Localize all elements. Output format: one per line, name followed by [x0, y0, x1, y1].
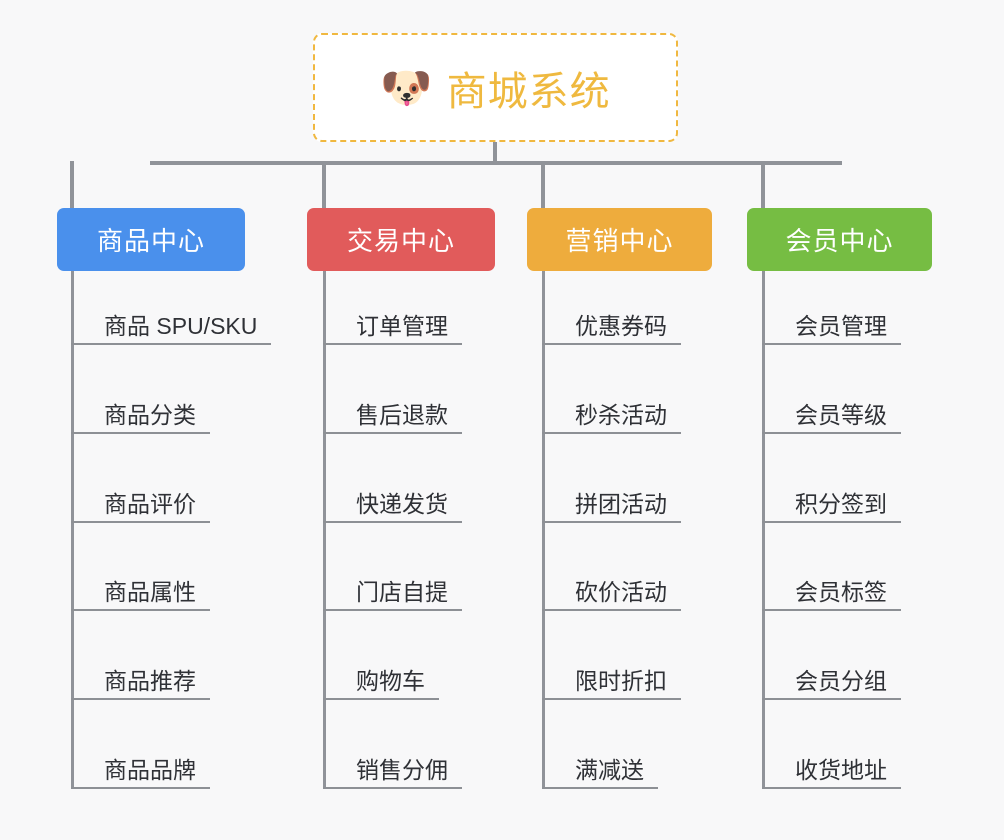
branch-spine — [323, 271, 326, 787]
leaf-item-label: 优惠券码 — [575, 313, 667, 340]
leaf-item-label: 会员分组 — [795, 668, 887, 695]
leaf-item-underline — [71, 432, 210, 434]
leaf-item-underline — [762, 432, 901, 434]
leaf-item-underline — [762, 787, 901, 789]
branch-spine — [762, 271, 765, 787]
leaf-item[interactable]: 商品评价 — [71, 479, 210, 523]
leaf-item-label: 商品分类 — [104, 402, 196, 429]
leaf-item[interactable]: 会员等级 — [762, 390, 901, 434]
leaf-item-underline — [762, 343, 901, 345]
leaf-item[interactable]: 商品属性 — [71, 567, 210, 611]
branch-drop-connector-4 — [761, 161, 765, 208]
branch-drop-connector-1 — [70, 161, 74, 208]
leaf-item-underline — [323, 698, 439, 700]
branch-drop-connector-3 — [541, 161, 545, 208]
leaf-item[interactable]: 会员标签 — [762, 567, 901, 611]
leaf-item[interactable]: 会员管理 — [762, 301, 901, 345]
leaf-item-label: 满减送 — [575, 757, 644, 784]
branch-spine — [71, 271, 74, 787]
leaf-item-underline — [71, 609, 210, 611]
leaf-item-label: 积分签到 — [795, 491, 887, 518]
leaf-item-label: 限时折扣 — [575, 668, 667, 695]
leaf-item[interactable]: 商品分类 — [71, 390, 210, 434]
leaf-item-label: 会员等级 — [795, 402, 887, 429]
leaf-item[interactable]: 砍价活动 — [542, 567, 681, 611]
leaf-item-label: 门店自提 — [356, 579, 448, 606]
leaf-item[interactable]: 拼团活动 — [542, 479, 681, 523]
root-stem-connector — [493, 142, 497, 164]
leaf-item[interactable]: 限时折扣 — [542, 656, 681, 700]
leaf-item-label: 购物车 — [356, 668, 425, 695]
leaf-item-label: 商品属性 — [104, 579, 196, 606]
leaf-item-label: 砍价活动 — [575, 579, 667, 606]
leaf-item-label: 快递发货 — [356, 491, 448, 518]
root-title: 商城系统 — [446, 69, 611, 114]
category-label: 交易中心 — [346, 226, 455, 256]
leaf-item-label: 会员管理 — [795, 313, 887, 340]
leaf-item-underline — [71, 521, 210, 523]
leaf-item[interactable]: 秒杀活动 — [542, 390, 681, 434]
branch-drop-connector-2 — [322, 161, 326, 208]
leaf-item-underline — [323, 609, 462, 611]
leaf-item[interactable]: 商品 SPU/SKU — [71, 301, 272, 345]
leaf-item-underline — [762, 521, 901, 523]
category-label: 会员中心 — [785, 226, 894, 256]
leaf-item-label: 商品 SPU/SKU — [104, 313, 258, 340]
category-box-1[interactable]: 商品中心 — [57, 208, 245, 271]
leaf-item-underline — [71, 343, 272, 345]
category-box-2[interactable]: 交易中心 — [307, 208, 495, 271]
category-label: 营销中心 — [565, 226, 674, 256]
leaf-item[interactable]: 满减送 — [542, 745, 658, 789]
leaf-item[interactable]: 门店自提 — [323, 567, 462, 611]
leaf-item-underline — [323, 432, 462, 434]
leaf-item-underline — [71, 698, 210, 700]
leaf-item[interactable]: 订单管理 — [323, 301, 462, 345]
category-label: 商品中心 — [96, 226, 205, 256]
leaf-item[interactable]: 商品品牌 — [71, 745, 210, 789]
leaf-item-underline — [323, 787, 462, 789]
leaf-item-underline — [542, 521, 681, 523]
branch-spine — [542, 271, 545, 787]
leaf-item-underline — [542, 609, 681, 611]
leaf-item[interactable]: 收货地址 — [762, 745, 901, 789]
leaf-item-label: 收货地址 — [795, 757, 887, 784]
dog-face-icon: 🐶 — [380, 63, 433, 111]
leaf-item-underline — [323, 343, 462, 345]
category-box-3[interactable]: 营销中心 — [527, 208, 712, 271]
leaf-item-label: 秒杀活动 — [575, 402, 667, 429]
leaf-item-underline — [542, 343, 681, 345]
horizontal-trunk-connector — [150, 161, 842, 165]
leaf-item-label: 商品评价 — [104, 491, 196, 518]
leaf-item-underline — [762, 609, 901, 611]
leaf-item[interactable]: 商品推荐 — [71, 656, 210, 700]
leaf-item-label: 售后退款 — [356, 402, 448, 429]
leaf-item-underline — [71, 787, 210, 789]
leaf-item-underline — [323, 521, 462, 523]
leaf-item[interactable]: 售后退款 — [323, 390, 462, 434]
category-box-4[interactable]: 会员中心 — [747, 208, 932, 271]
leaf-item-underline — [542, 787, 658, 789]
leaf-item-label: 拼团活动 — [575, 491, 667, 518]
leaf-item-label: 订单管理 — [356, 313, 448, 340]
leaf-item[interactable]: 快递发货 — [323, 479, 462, 523]
leaf-item-label: 商品推荐 — [104, 668, 196, 695]
leaf-item[interactable]: 销售分佣 — [323, 745, 462, 789]
leaf-item-underline — [542, 698, 681, 700]
root-node[interactable]: 🐶 商城系统 — [313, 33, 678, 142]
leaf-item[interactable]: 优惠券码 — [542, 301, 681, 345]
leaf-item[interactable]: 购物车 — [323, 656, 439, 700]
leaf-item-underline — [762, 698, 901, 700]
leaf-item-label: 销售分佣 — [356, 757, 448, 784]
leaf-item-label: 商品品牌 — [104, 757, 196, 784]
leaf-item-underline — [542, 432, 681, 434]
leaf-item[interactable]: 积分签到 — [762, 479, 901, 523]
leaf-item-label: 会员标签 — [795, 579, 887, 606]
leaf-item[interactable]: 会员分组 — [762, 656, 901, 700]
